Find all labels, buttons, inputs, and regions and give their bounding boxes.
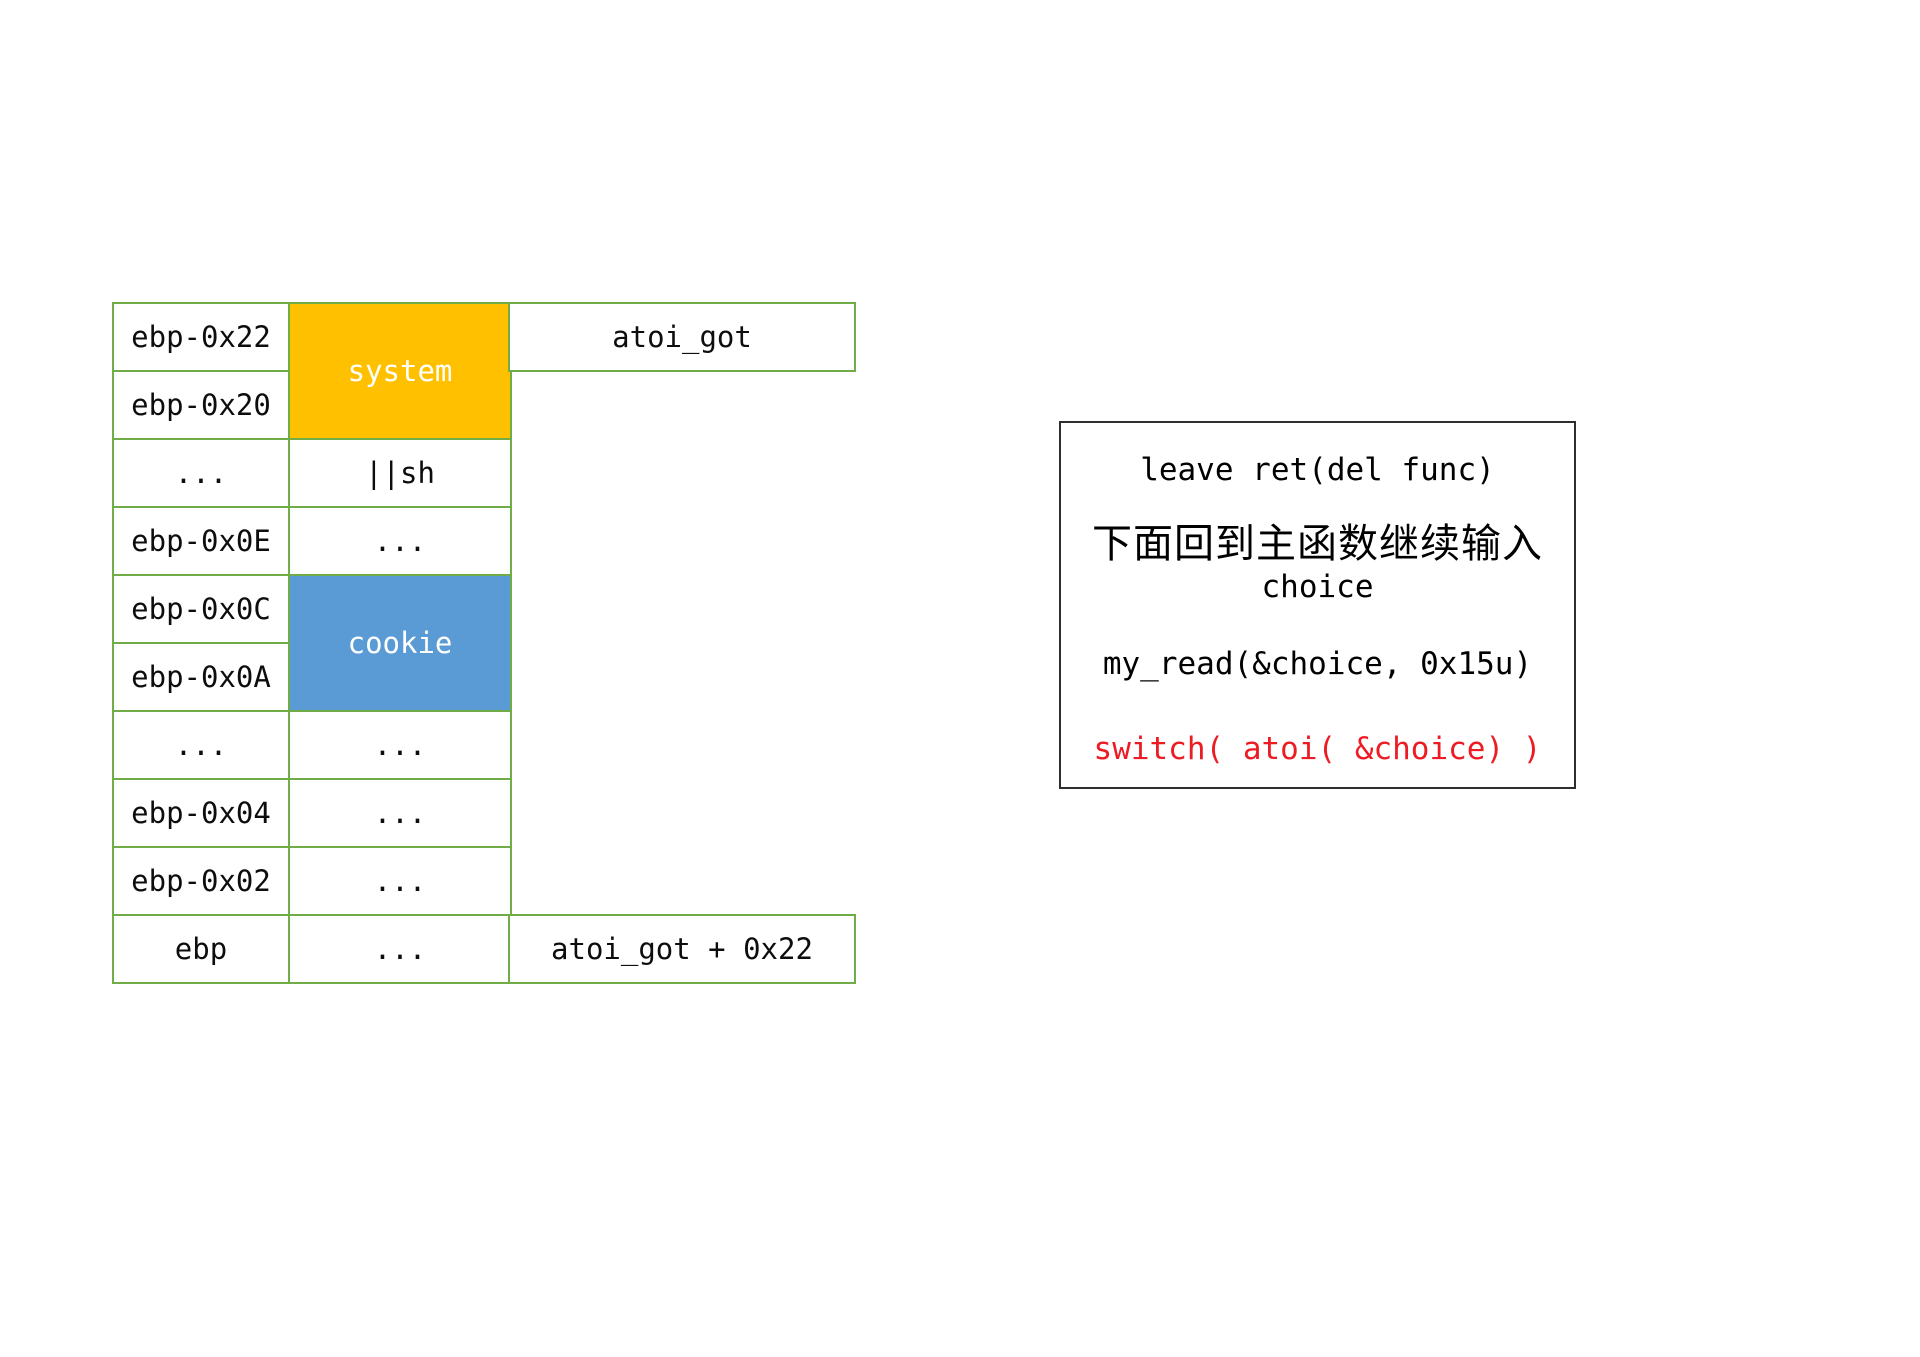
note-line-leave-ret: leave ret(del func) — [1140, 452, 1495, 488]
offset-label-ebp-0x22: ebp-0x22 — [113, 303, 289, 371]
offset-label-ebp: ebp — [113, 915, 289, 983]
value-cell-ellipsis-3: ... — [289, 779, 511, 847]
offset-label-ellipsis-1: ... — [113, 439, 289, 507]
value-cell-sh: ||sh — [289, 439, 511, 507]
note-box: leave ret(del func) 下面回到主函数继续输入 choice m… — [1059, 421, 1576, 789]
stack-memory-table: ebp-0x22 ebp-0x20 ... ebp-0x0E ebp-0x0C … — [112, 302, 512, 984]
offset-label-ebp-0x20: ebp-0x20 — [113, 371, 289, 439]
offset-label-ebp-0x0A: ebp-0x0A — [113, 643, 289, 711]
offset-label-ebp-0x04: ebp-0x04 — [113, 779, 289, 847]
offset-label-ebp-0x0C: ebp-0x0C — [113, 575, 289, 643]
atoi-got-offset-box: atoi_got + 0x22 — [508, 914, 856, 984]
value-cell-ellipsis-5: ... — [289, 915, 511, 983]
note-line-chinese: 下面回到主函数继续输入 — [1092, 521, 1543, 567]
atoi-got-label: atoi_got — [612, 320, 752, 354]
offset-label-ebp-0x0E: ebp-0x0E — [113, 507, 289, 575]
value-cell-ellipsis-1: ... — [289, 507, 511, 575]
note-line-choice: choice — [1261, 569, 1374, 605]
value-cell-ellipsis-2: ... — [289, 711, 511, 779]
offset-label-ellipsis-2: ... — [113, 711, 289, 779]
note-line-my-read: my_read(&choice, 0x15u) — [1102, 646, 1533, 682]
note-line-switch-atoi: switch( atoi( &choice) ) — [1093, 731, 1542, 767]
value-cell-ellipsis-4: ... — [289, 847, 511, 915]
cookie-cell: cookie — [289, 575, 511, 711]
atoi-got-offset-label: atoi_got + 0x22 — [551, 932, 813, 966]
offset-label-ebp-0x02: ebp-0x02 — [113, 847, 289, 915]
atoi-got-box: atoi_got — [508, 302, 856, 372]
system-cell: system — [289, 303, 511, 439]
